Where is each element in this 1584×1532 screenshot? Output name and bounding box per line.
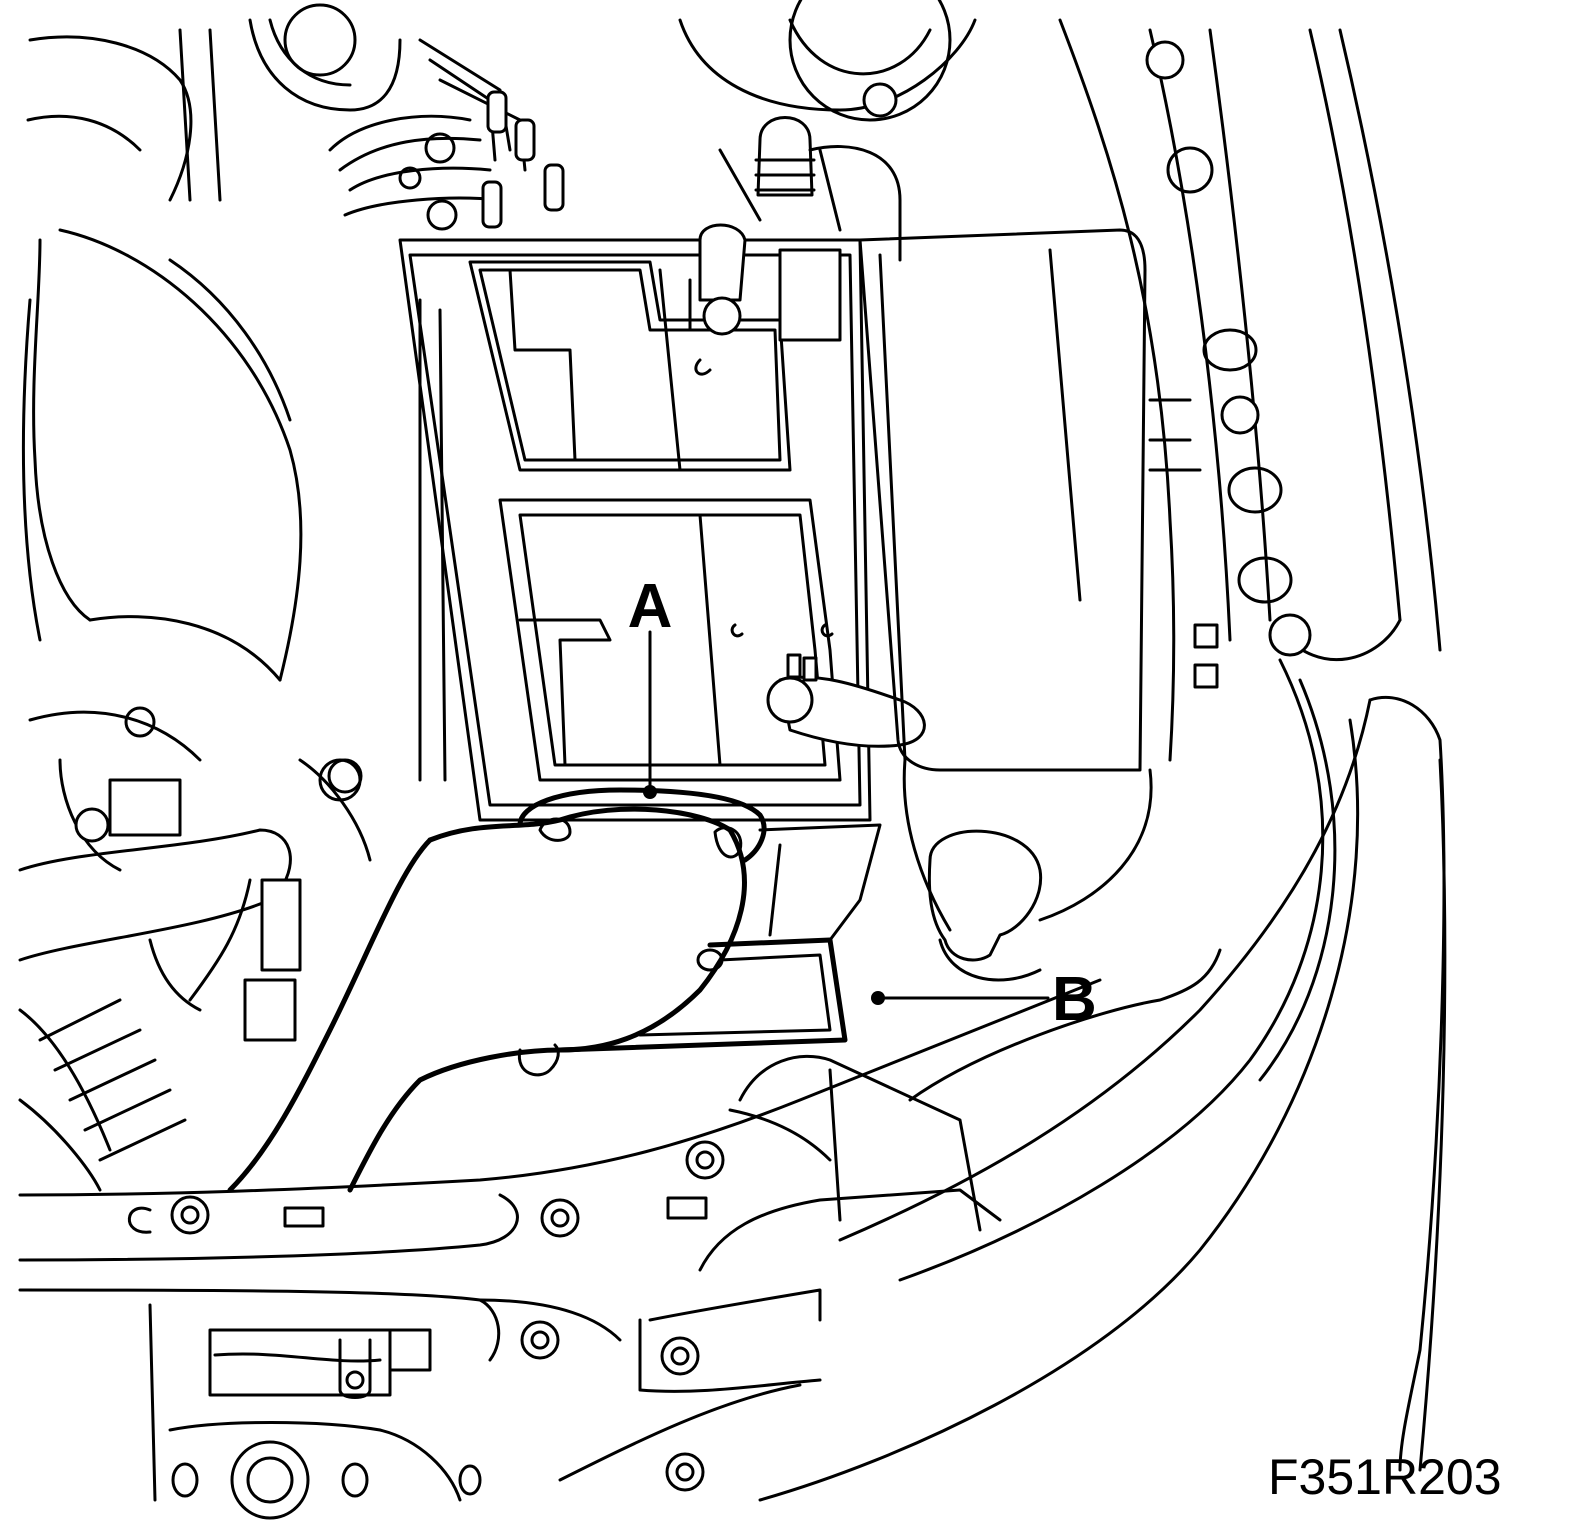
- callout-a-dot: [643, 785, 657, 799]
- battery-post-top: [718, 116, 902, 262]
- fasteners: [127, 758, 725, 1492]
- fuse-box: [858, 228, 1147, 772]
- callout-b-label: B: [1052, 965, 1097, 1034]
- figure-code: F351R203: [1268, 1449, 1502, 1505]
- front-crossmember: [18, 948, 1222, 1502]
- coolant-reservoir-top: [678, 0, 977, 122]
- brake-pipes: [398, 38, 565, 231]
- hose-cluster-top: [178, 3, 502, 217]
- battery-terminal-upper: [688, 223, 842, 376]
- air-intake-hose: [227, 787, 767, 1193]
- lower-left-components: [18, 706, 372, 1192]
- bumper-curve-right: [758, 658, 1447, 1502]
- callout-b-dot: [871, 991, 885, 1005]
- lower-bracket-left: [168, 1328, 482, 1520]
- intake-duct-left: [21, 35, 303, 682]
- washer-reservoir-cap: [902, 758, 1153, 982]
- callout-b: B: [871, 965, 1097, 1034]
- callout-a: A: [628, 572, 673, 799]
- battery-terminal-lower: [730, 623, 926, 748]
- air-filter-housing-lower: [557, 823, 882, 1053]
- right-inner-fender: [862, 18, 1442, 762]
- callout-a-label: A: [628, 572, 673, 641]
